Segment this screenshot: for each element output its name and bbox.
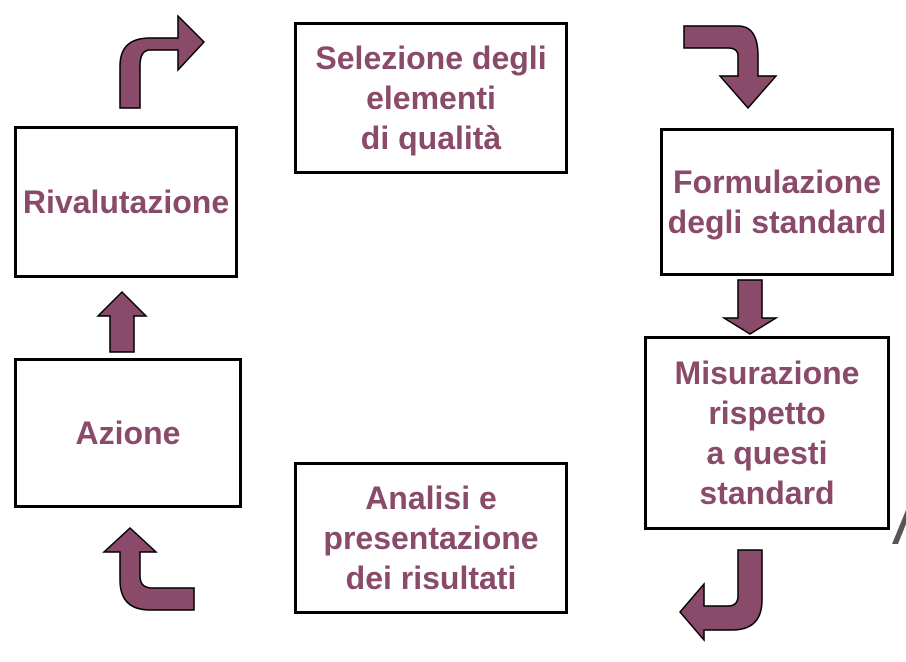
reevaluation-label: Rivalutazione — [22, 184, 230, 220]
selection-label: Selezione degli elementi di qualità — [315, 40, 547, 156]
standards-label: Formulazione degli standard — [667, 164, 887, 240]
action-label: Azione — [75, 415, 181, 451]
arrow-up — [96, 290, 148, 353]
edge-fragment — [892, 510, 906, 544]
curved-arrow-down-left — [679, 549, 763, 643]
standards-box: Formulazione degli standard — [660, 128, 894, 276]
reevaluation-box: Rivalutazione — [14, 126, 238, 278]
arrow-down — [721, 279, 779, 335]
action-box: Azione — [14, 358, 242, 508]
curved-arrow-right-down — [683, 25, 778, 110]
curved-arrow-up-left — [102, 526, 195, 611]
measurement-label: Misurazione rispetto a questi standard — [674, 355, 860, 511]
curved-arrow-up-right — [119, 14, 206, 109]
measurement-box: Misurazione rispetto a questi standard — [644, 336, 890, 530]
selection-box: Selezione degli elementi di qualità — [294, 22, 568, 174]
analysis-box: Analisi e presentazione dei risultati — [294, 462, 568, 614]
analysis-label: Analisi e presentazione dei risultati — [323, 480, 539, 596]
